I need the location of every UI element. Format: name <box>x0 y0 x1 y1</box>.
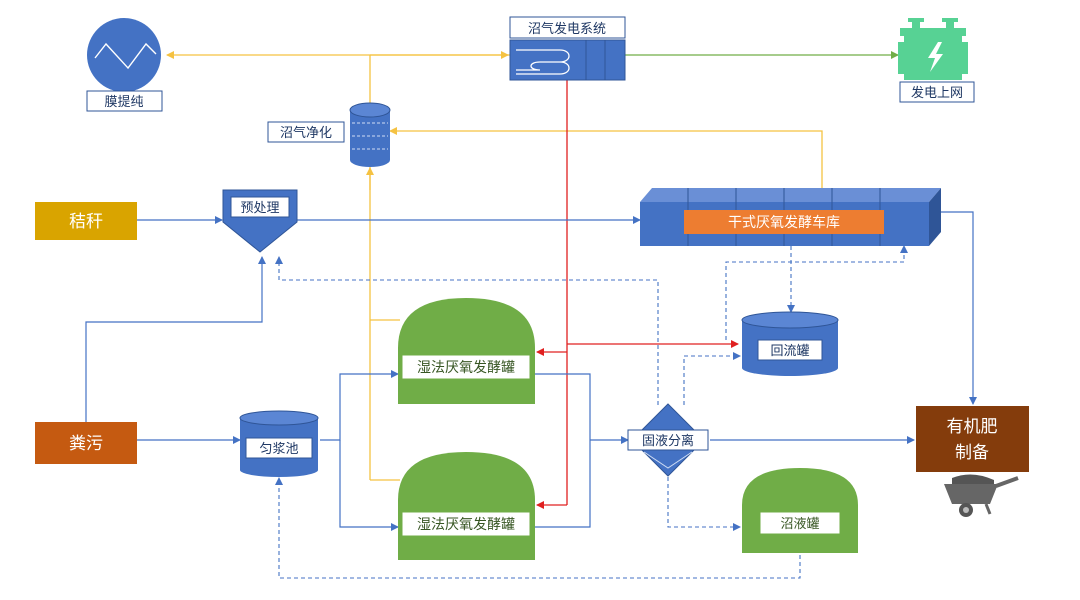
dry-fermentation-label: 干式厌氧发酵车库 <box>728 214 840 231</box>
pretreatment-label: 预处理 <box>240 201 279 216</box>
wet-fermentation-label-2: 湿法厌氧发酵罐 <box>417 517 515 533</box>
dry-fermentation-node: 干式厌氧发酵车库 <box>640 188 941 246</box>
return-lines <box>275 245 908 579</box>
slurry-tank-label: 沼液罐 <box>780 517 819 532</box>
power-system-node: 沼气发电系统 <box>509 16 626 81</box>
slurry-tank-node: 沼液罐 <box>742 468 858 553</box>
transformer-icon <box>898 18 968 80</box>
heat-lines <box>536 80 739 509</box>
coil-icon <box>516 49 570 75</box>
manure-label: 粪污 <box>69 434 103 454</box>
homogenizer-label: 匀浆池 <box>259 442 298 457</box>
wheelbarrow-icon <box>944 474 1019 517</box>
reflux-tank-label: 回流罐 <box>770 344 809 359</box>
wet-fermentation-tank-2: 湿法厌氧发酵罐 <box>398 452 535 560</box>
straw-label: 秸秆 <box>69 212 103 232</box>
power-system-label: 沼气发电系统 <box>528 21 606 37</box>
reflux-tank-node: 回流罐 <box>741 311 839 376</box>
grid-node: 发电上网 <box>898 18 975 103</box>
fertilizer-node: 有机肥 制备 <box>916 406 1029 472</box>
homogenizer-node: 匀浆池 <box>239 410 319 477</box>
wet-fermentation-label-1: 湿法厌氧发酵罐 <box>417 360 515 376</box>
separation-node: 固液分离 <box>627 403 709 477</box>
wet-fermentation-tank-1: 湿法厌氧发酵罐 <box>398 298 535 404</box>
manure-node: 粪污 <box>35 422 137 464</box>
purification-label: 沼气净化 <box>280 125 332 141</box>
membrane-label: 膜提纯 <box>104 94 143 110</box>
membrane-node: 膜提纯 <box>86 18 163 112</box>
sine-wave-icon <box>94 42 157 70</box>
straw-node: 秸秆 <box>35 202 137 240</box>
material-lines <box>85 211 977 531</box>
separation-label: 固液分离 <box>642 433 694 449</box>
fertilizer-label-line1: 有机肥 <box>947 417 998 437</box>
grid-label: 发电上网 <box>911 85 963 101</box>
pretreatment-node: 预处理 <box>222 189 298 253</box>
fertilizer-label-line2: 制备 <box>955 443 989 463</box>
purification-node: 沼气净化 <box>267 102 391 167</box>
